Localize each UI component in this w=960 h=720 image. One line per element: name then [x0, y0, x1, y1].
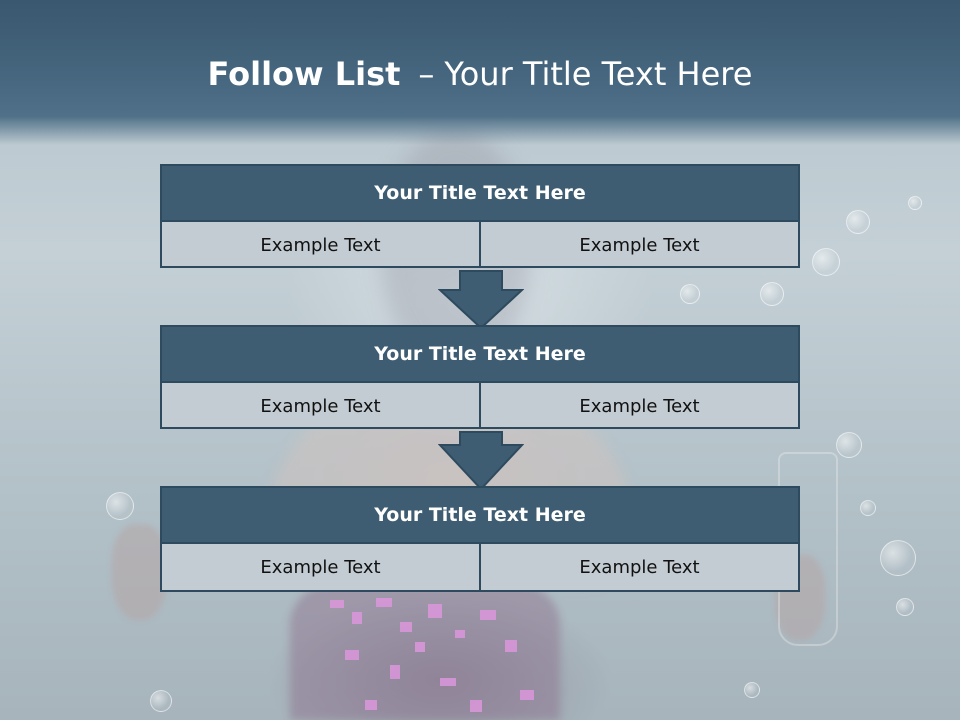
step-row: Example Text Example Text	[162, 383, 798, 429]
slide-title-rest: Your Title Text Here	[444, 55, 753, 93]
step-left-text: Example Text	[260, 234, 381, 256]
down-arrow-icon	[438, 270, 524, 330]
slide-title-bold: Follow List	[207, 55, 401, 93]
step-box-1: Your Title Text Here Example Text Exampl…	[160, 164, 800, 268]
step-row: Example Text Example Text	[162, 222, 798, 268]
slide-title-separator: –	[418, 55, 435, 93]
step-left-text: Example Text	[260, 395, 381, 417]
slide-title: Follow List–Your Title Text Here	[0, 55, 960, 93]
step-right-text: Example Text	[479, 383, 798, 429]
step-box-2: Your Title Text Here Example Text Exampl…	[160, 325, 800, 429]
step-left-text: Example Text	[260, 556, 381, 578]
step-title: Your Title Text Here	[162, 327, 798, 383]
down-arrow-icon	[438, 431, 524, 491]
step-title: Your Title Text Here	[162, 488, 798, 544]
step-title: Your Title Text Here	[162, 166, 798, 222]
step-box-3: Your Title Text Here Example Text Exampl…	[160, 486, 800, 592]
step-row: Example Text Example Text	[162, 544, 798, 590]
step-right-text: Example Text	[479, 222, 798, 268]
step-right-text: Example Text	[479, 544, 798, 590]
title-band	[0, 0, 960, 145]
